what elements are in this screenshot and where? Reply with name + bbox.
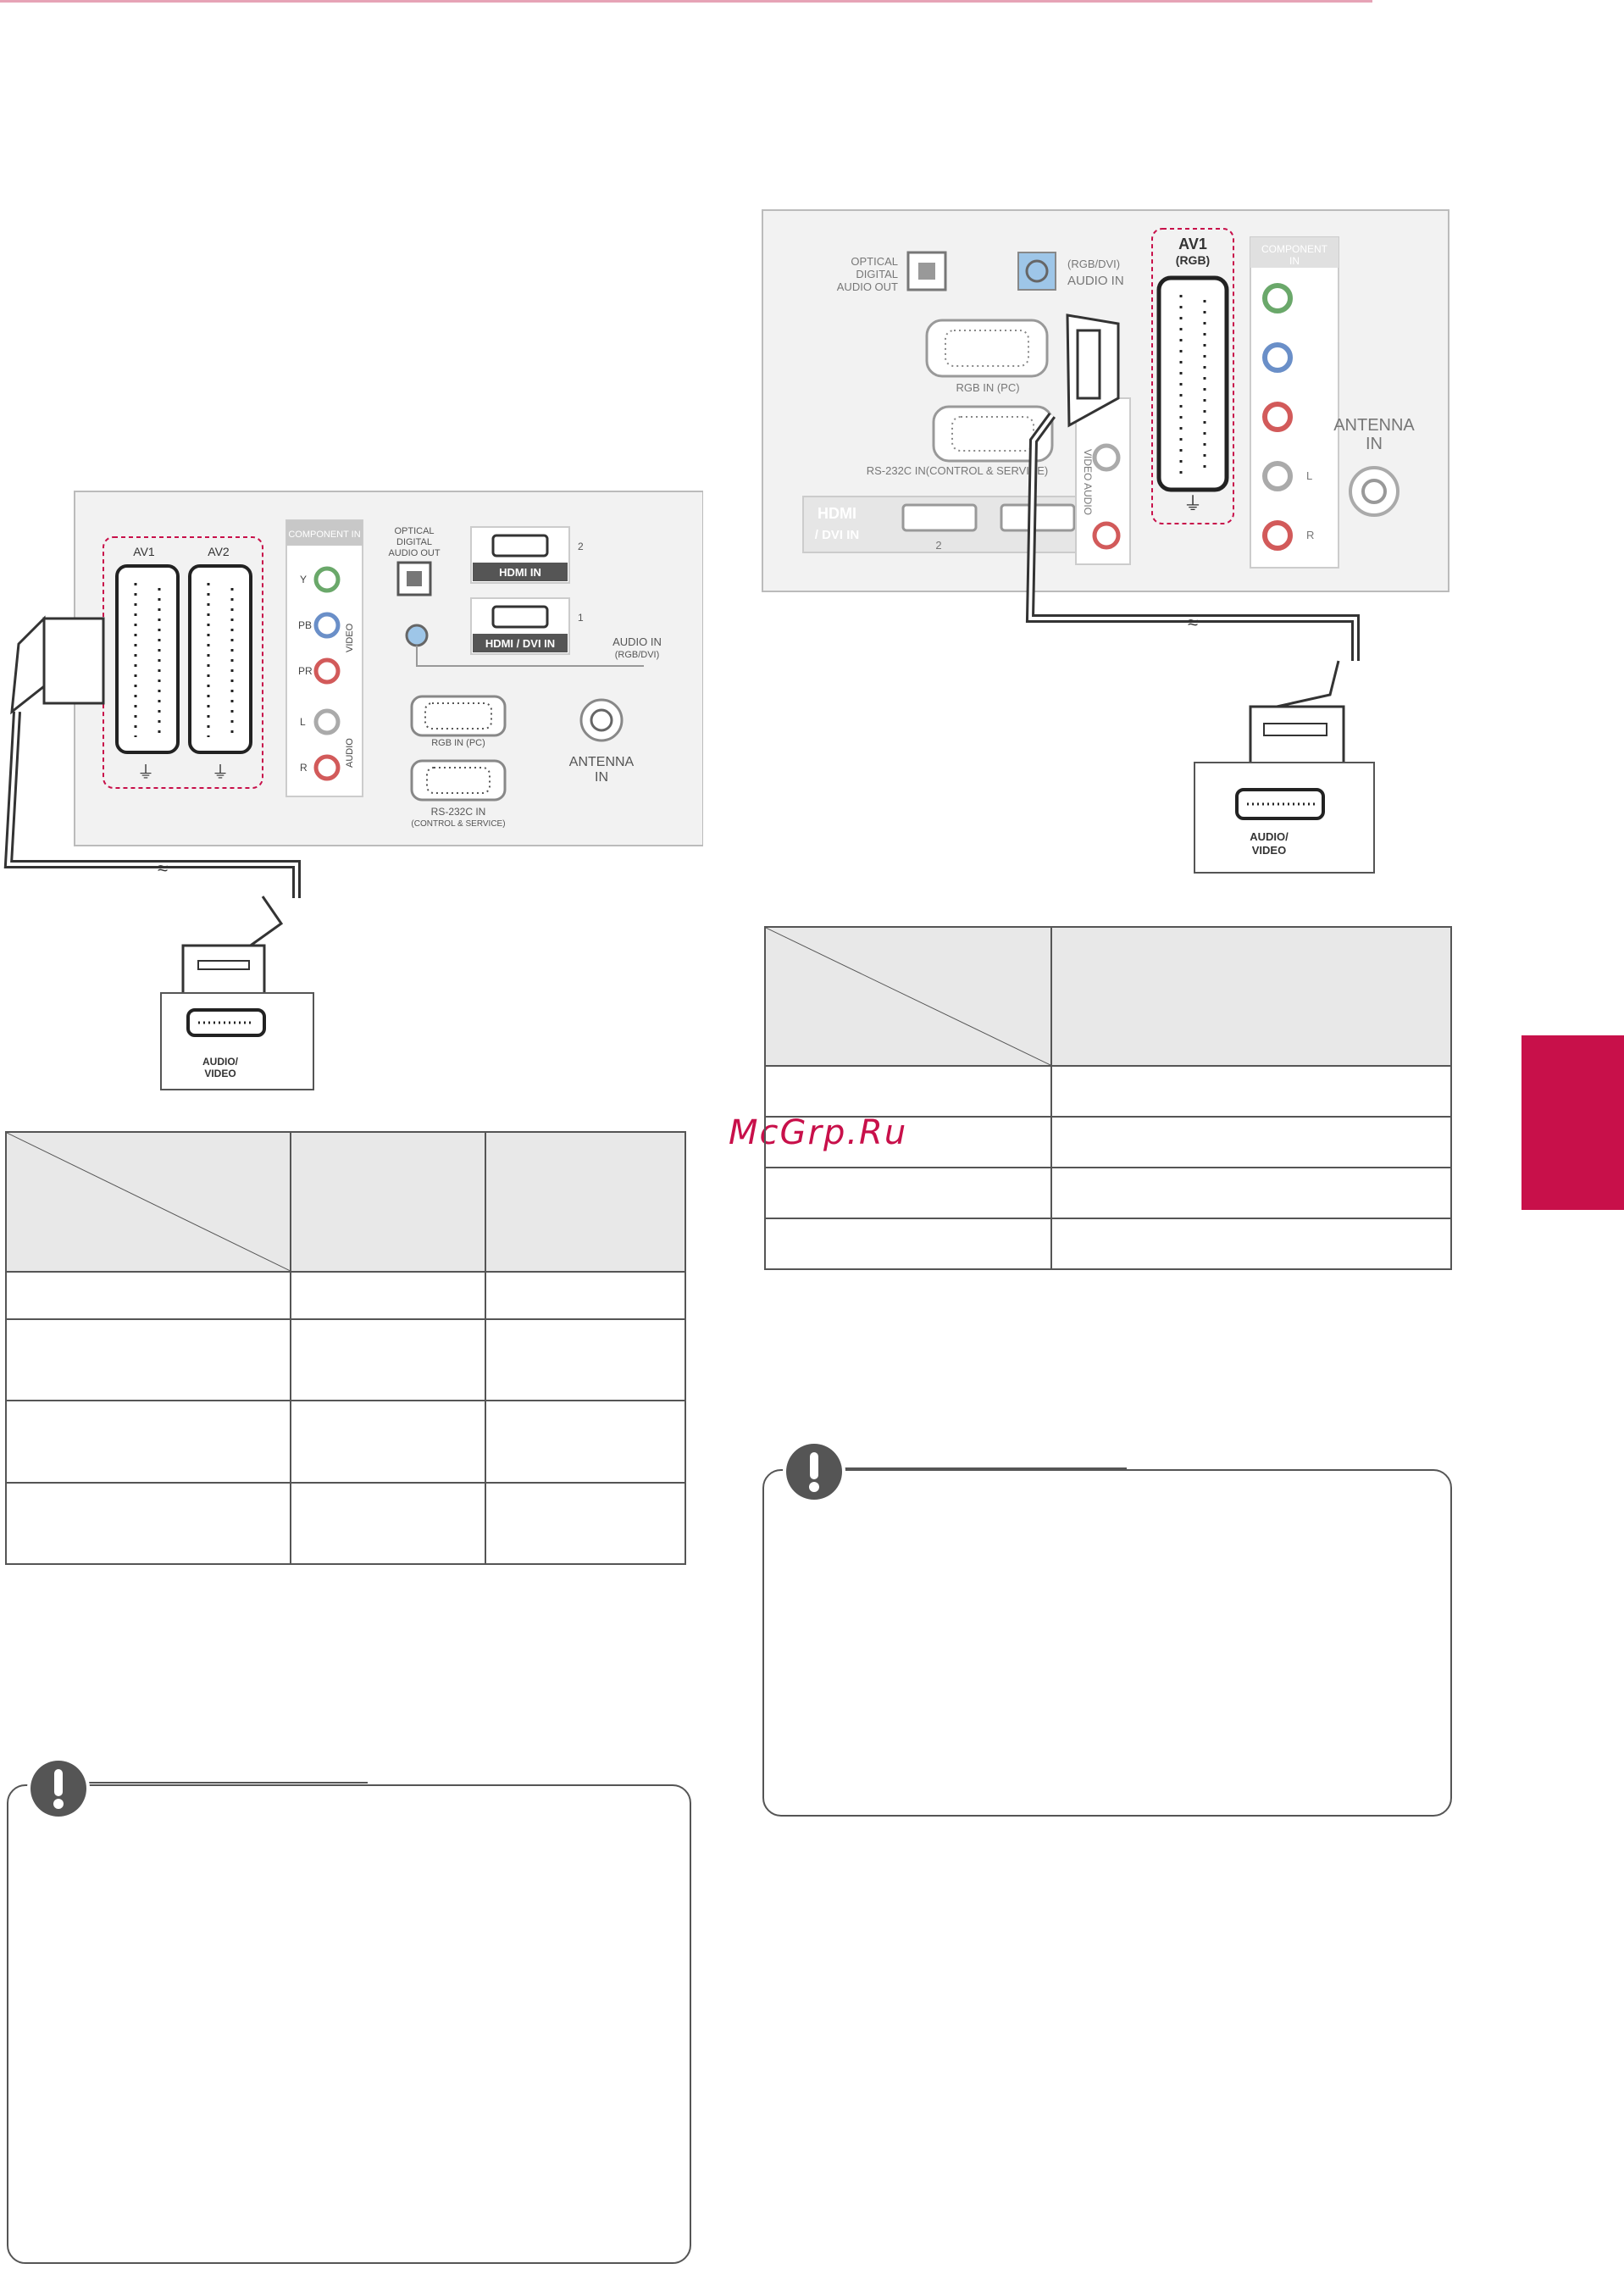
svg-text:VIDEO: VIDEO: [1082, 449, 1094, 480]
diagonal-header-cell: [5, 1131, 291, 1273]
svg-text:PR: PR: [298, 665, 313, 677]
svg-text:OPTICAL: OPTICAL: [851, 255, 898, 268]
header-rule: [0, 0, 1372, 3]
svg-text:DIGITAL: DIGITAL: [856, 268, 898, 280]
svg-text:HDMI / DVI IN: HDMI / DVI IN: [485, 637, 555, 650]
scart-pins: [134, 583, 234, 737]
scart-symbol-1: ⏚: [137, 763, 154, 782]
warning-icon: [27, 1757, 90, 1820]
scart-plug-tv: [42, 617, 105, 705]
table-row: [764, 1218, 1452, 1270]
svg-text:AUDIO: AUDIO: [1082, 483, 1094, 515]
scart-av1: [115, 564, 180, 754]
component-right: [1250, 236, 1339, 569]
svg-text:≈: ≈: [158, 857, 168, 879]
svg-text:AUDIO IN: AUDIO IN: [1067, 274, 1124, 288]
audio-in-jack: [405, 624, 429, 647]
header-cell: [485, 1131, 686, 1273]
table-row: [5, 1318, 686, 1402]
svg-text:AUDIO IN: AUDIO IN: [612, 635, 662, 648]
svg-text:/ DVI IN: / DVI IN: [815, 528, 860, 542]
svg-text:AUDIO OUT: AUDIO OUT: [388, 548, 440, 558]
section-tab: [1521, 1035, 1624, 1210]
svg-text:≈: ≈: [1188, 612, 1198, 633]
svg-text:Y: Y: [300, 574, 307, 585]
svg-text:AUDIO OUT: AUDIO OUT: [837, 280, 898, 293]
svg-text:(RGB): (RGB): [1176, 253, 1210, 267]
svg-text:RS-232C IN(CONTROL & SERVICE): RS-232C IN(CONTROL & SERVICE): [867, 464, 1049, 477]
av2-label: AV2: [208, 545, 230, 558]
rs232-port: [410, 759, 507, 802]
svg-text:1: 1: [578, 612, 584, 624]
scart-symbol-2: ⏚: [212, 763, 229, 782]
table-row: [764, 1167, 1452, 1219]
svg-text:IN: IN: [1366, 435, 1383, 453]
right-connection-diagram: OPTICAL DIGITAL AUDIO OUT (RGB/DVI) AUDI…: [762, 209, 1449, 874]
svg-text:IN: IN: [1289, 255, 1300, 267]
header-cell: [290, 1131, 486, 1273]
svg-text:COMPONENT: COMPONENT: [1261, 243, 1328, 255]
table-row: [5, 1270, 686, 1320]
table-row: [5, 1400, 686, 1484]
table-header-row: [5, 1131, 686, 1273]
svg-text:RGB IN (PC): RGB IN (PC): [956, 381, 1019, 394]
rs232-right: [932, 405, 1054, 463]
svg-text:VIDEO: VIDEO: [204, 1068, 236, 1079]
table-row: [764, 1065, 1452, 1118]
scart-av1-right: [1156, 275, 1229, 492]
svg-text:PB: PB: [298, 619, 312, 631]
av1-rgb-highlight: [1151, 228, 1234, 524]
rgb-in-port: [410, 695, 507, 737]
header-cell: [1050, 926, 1452, 1067]
svg-text:(CONTROL & SERVICE): (CONTROL & SERVICE): [411, 819, 505, 829]
svg-text:⏚: ⏚: [1183, 493, 1202, 514]
svg-text:VIDEO: VIDEO: [1252, 844, 1286, 857]
svg-text:HDMI: HDMI: [818, 505, 856, 522]
svg-text:HDMI IN: HDMI IN: [499, 566, 541, 579]
component-in-label: COMPONENT IN: [288, 530, 360, 540]
note-rule-left: [54, 1782, 368, 1784]
note-rule-right: [813, 1467, 1127, 1469]
table-row: [5, 1481, 686, 1566]
av1-label: AV1: [133, 545, 155, 558]
left-connection-diagram: AV1 AV2 ⏚ ⏚ COMPONENT IN Y PB PR L R VID…: [3, 491, 703, 1090]
svg-text:(RGB/DVI): (RGB/DVI): [1067, 258, 1120, 270]
left-table: [5, 1131, 686, 1566]
scart-av2: [188, 564, 252, 754]
rgb-in-right: [925, 319, 1049, 378]
component-jacks: [313, 566, 341, 781]
svg-text:R: R: [1306, 529, 1314, 541]
right-table: [764, 926, 1452, 1270]
svg-text:(RGB/DVI): (RGB/DVI): [615, 650, 660, 660]
svg-text:RGB IN (PC): RGB IN (PC): [431, 738, 485, 748]
table-header-row: [764, 926, 1452, 1067]
svg-text:AUDIO/: AUDIO/: [202, 1056, 239, 1068]
svg-text:L: L: [1306, 469, 1312, 482]
svg-text:DIGITAL: DIGITAL: [396, 537, 432, 547]
svg-text:2: 2: [935, 539, 941, 552]
note-box-left: [7, 1784, 691, 2264]
svg-text:2: 2: [578, 541, 584, 552]
component-audio-label: AUDIO: [345, 738, 355, 768]
svg-text:IN: IN: [595, 770, 608, 785]
svg-text:OPTICAL: OPTICAL: [394, 526, 434, 536]
av-device: [160, 992, 314, 1090]
svg-text:ANTENNA: ANTENNA: [1333, 416, 1415, 435]
svg-text:RS-232C IN: RS-232C IN: [431, 806, 486, 818]
diagonal-header-cell: [764, 926, 1052, 1067]
svg-text:AUDIO/: AUDIO/: [1250, 830, 1289, 843]
warning-icon: [783, 1440, 845, 1503]
svg-text:ANTENNA: ANTENNA: [569, 755, 635, 769]
svg-text:R: R: [300, 762, 308, 774]
component-video-label: VIDEO: [345, 623, 355, 652]
note-box-right: [762, 1469, 1452, 1817]
svg-text:L: L: [300, 716, 306, 728]
table-row: [764, 1116, 1452, 1168]
svg-text:AV1: AV1: [1178, 236, 1207, 252]
